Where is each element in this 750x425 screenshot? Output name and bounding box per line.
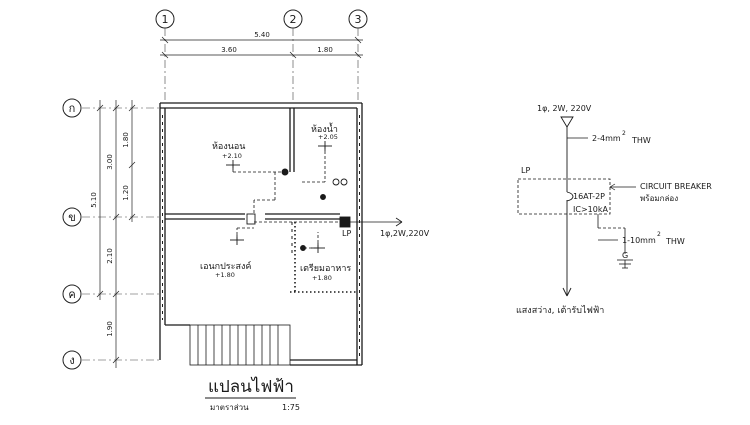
interior-stud-marks	[162, 115, 360, 360]
sch-wire-top-sup: 2	[622, 130, 626, 137]
left-dimension-lines	[96, 100, 136, 368]
room-bedroom-height: +2.10	[222, 152, 242, 160]
grid-col-3: 3	[355, 13, 362, 26]
room-bathroom-height: +2.05	[318, 133, 338, 141]
scale-value: 1:75	[282, 403, 300, 412]
dim-top-left: 3.60	[221, 46, 237, 54]
room-multipurpose-name: เอนกประสงค์	[200, 260, 251, 272]
sch-breaker-symbol	[566, 191, 574, 202]
room-bathroom-name: ห้องน้ำ	[311, 122, 338, 135]
stairs	[189, 324, 291, 366]
plan-supply-label: 1φ,2W,220V	[380, 229, 430, 238]
grid-col-2: 2	[290, 13, 297, 26]
sch-ground-label: G	[622, 251, 628, 260]
dim-left-1-90: 1.90	[106, 321, 114, 337]
dim-left-total: 5.10	[90, 192, 98, 208]
sch-load-label: แสงสว่าง, เต้ารับไฟฟ้า	[516, 305, 604, 316]
sch-breaker-rating: 16AT-2P	[573, 192, 605, 201]
dim-left-lower: 2.10	[106, 248, 114, 264]
sch-wire-top: 2-4mm	[592, 134, 621, 143]
fixture-symbols	[226, 141, 351, 253]
sch-cb-note: พร้อมกล่อง	[640, 194, 678, 203]
sch-cb-leader	[609, 183, 636, 191]
sch-ground-line	[597, 214, 633, 269]
room-kitchen-height: +1.80	[312, 274, 332, 282]
dim-top-total: 5.40	[254, 31, 270, 39]
sch-main-line	[562, 127, 572, 297]
room-multipurpose-height: +1.80	[215, 271, 235, 279]
column-grid-bubbles	[155, 9, 368, 29]
sch-wire-ground: 1-10mm	[622, 236, 656, 245]
room-bedroom-name: ห้องนอน	[212, 141, 245, 152]
dim-top-right: 1.80	[317, 46, 333, 54]
grid-col-1: 1	[162, 13, 169, 26]
dim-left-1-80: 1.80	[122, 132, 130, 148]
grid-row-kho-khon: ค	[68, 288, 75, 301]
sch-cb-label: CIRCUIT BREAKER	[640, 182, 712, 191]
dim-left-upper: 3.00	[106, 154, 114, 170]
sch-supply-label: 1φ, 2W, 220V	[537, 104, 592, 113]
sch-wire-top-type: THW	[631, 136, 651, 145]
sch-ic-rating: IC>10kA	[573, 205, 608, 214]
sch-wire-ground-sup: 2	[657, 231, 661, 238]
railing	[290, 222, 356, 293]
row-grid-lines	[82, 107, 160, 361]
sch-panel-label: LP	[521, 166, 530, 175]
scale-label: มาตราส่วน	[210, 403, 249, 412]
sch-wire-ground-type: THW	[665, 237, 685, 246]
plan-panel-label: LP	[342, 229, 351, 238]
row-grid-bubbles	[62, 98, 82, 370]
drawing-title: แปลนไฟฟ้า	[208, 376, 294, 397]
sch-panel-box	[517, 178, 611, 215]
grid-row-kho: ข	[68, 211, 76, 224]
top-dimension-lines	[160, 36, 363, 59]
dim-left-1-20: 1.20	[122, 185, 130, 201]
grid-row-ngo: ง	[69, 354, 74, 367]
room-kitchen-name: เตรียมอาหาร	[300, 263, 351, 274]
grid-row-ko: ก	[69, 102, 76, 115]
sch-service-symbol	[560, 116, 574, 128]
floor-plan-walls	[159, 102, 363, 366]
